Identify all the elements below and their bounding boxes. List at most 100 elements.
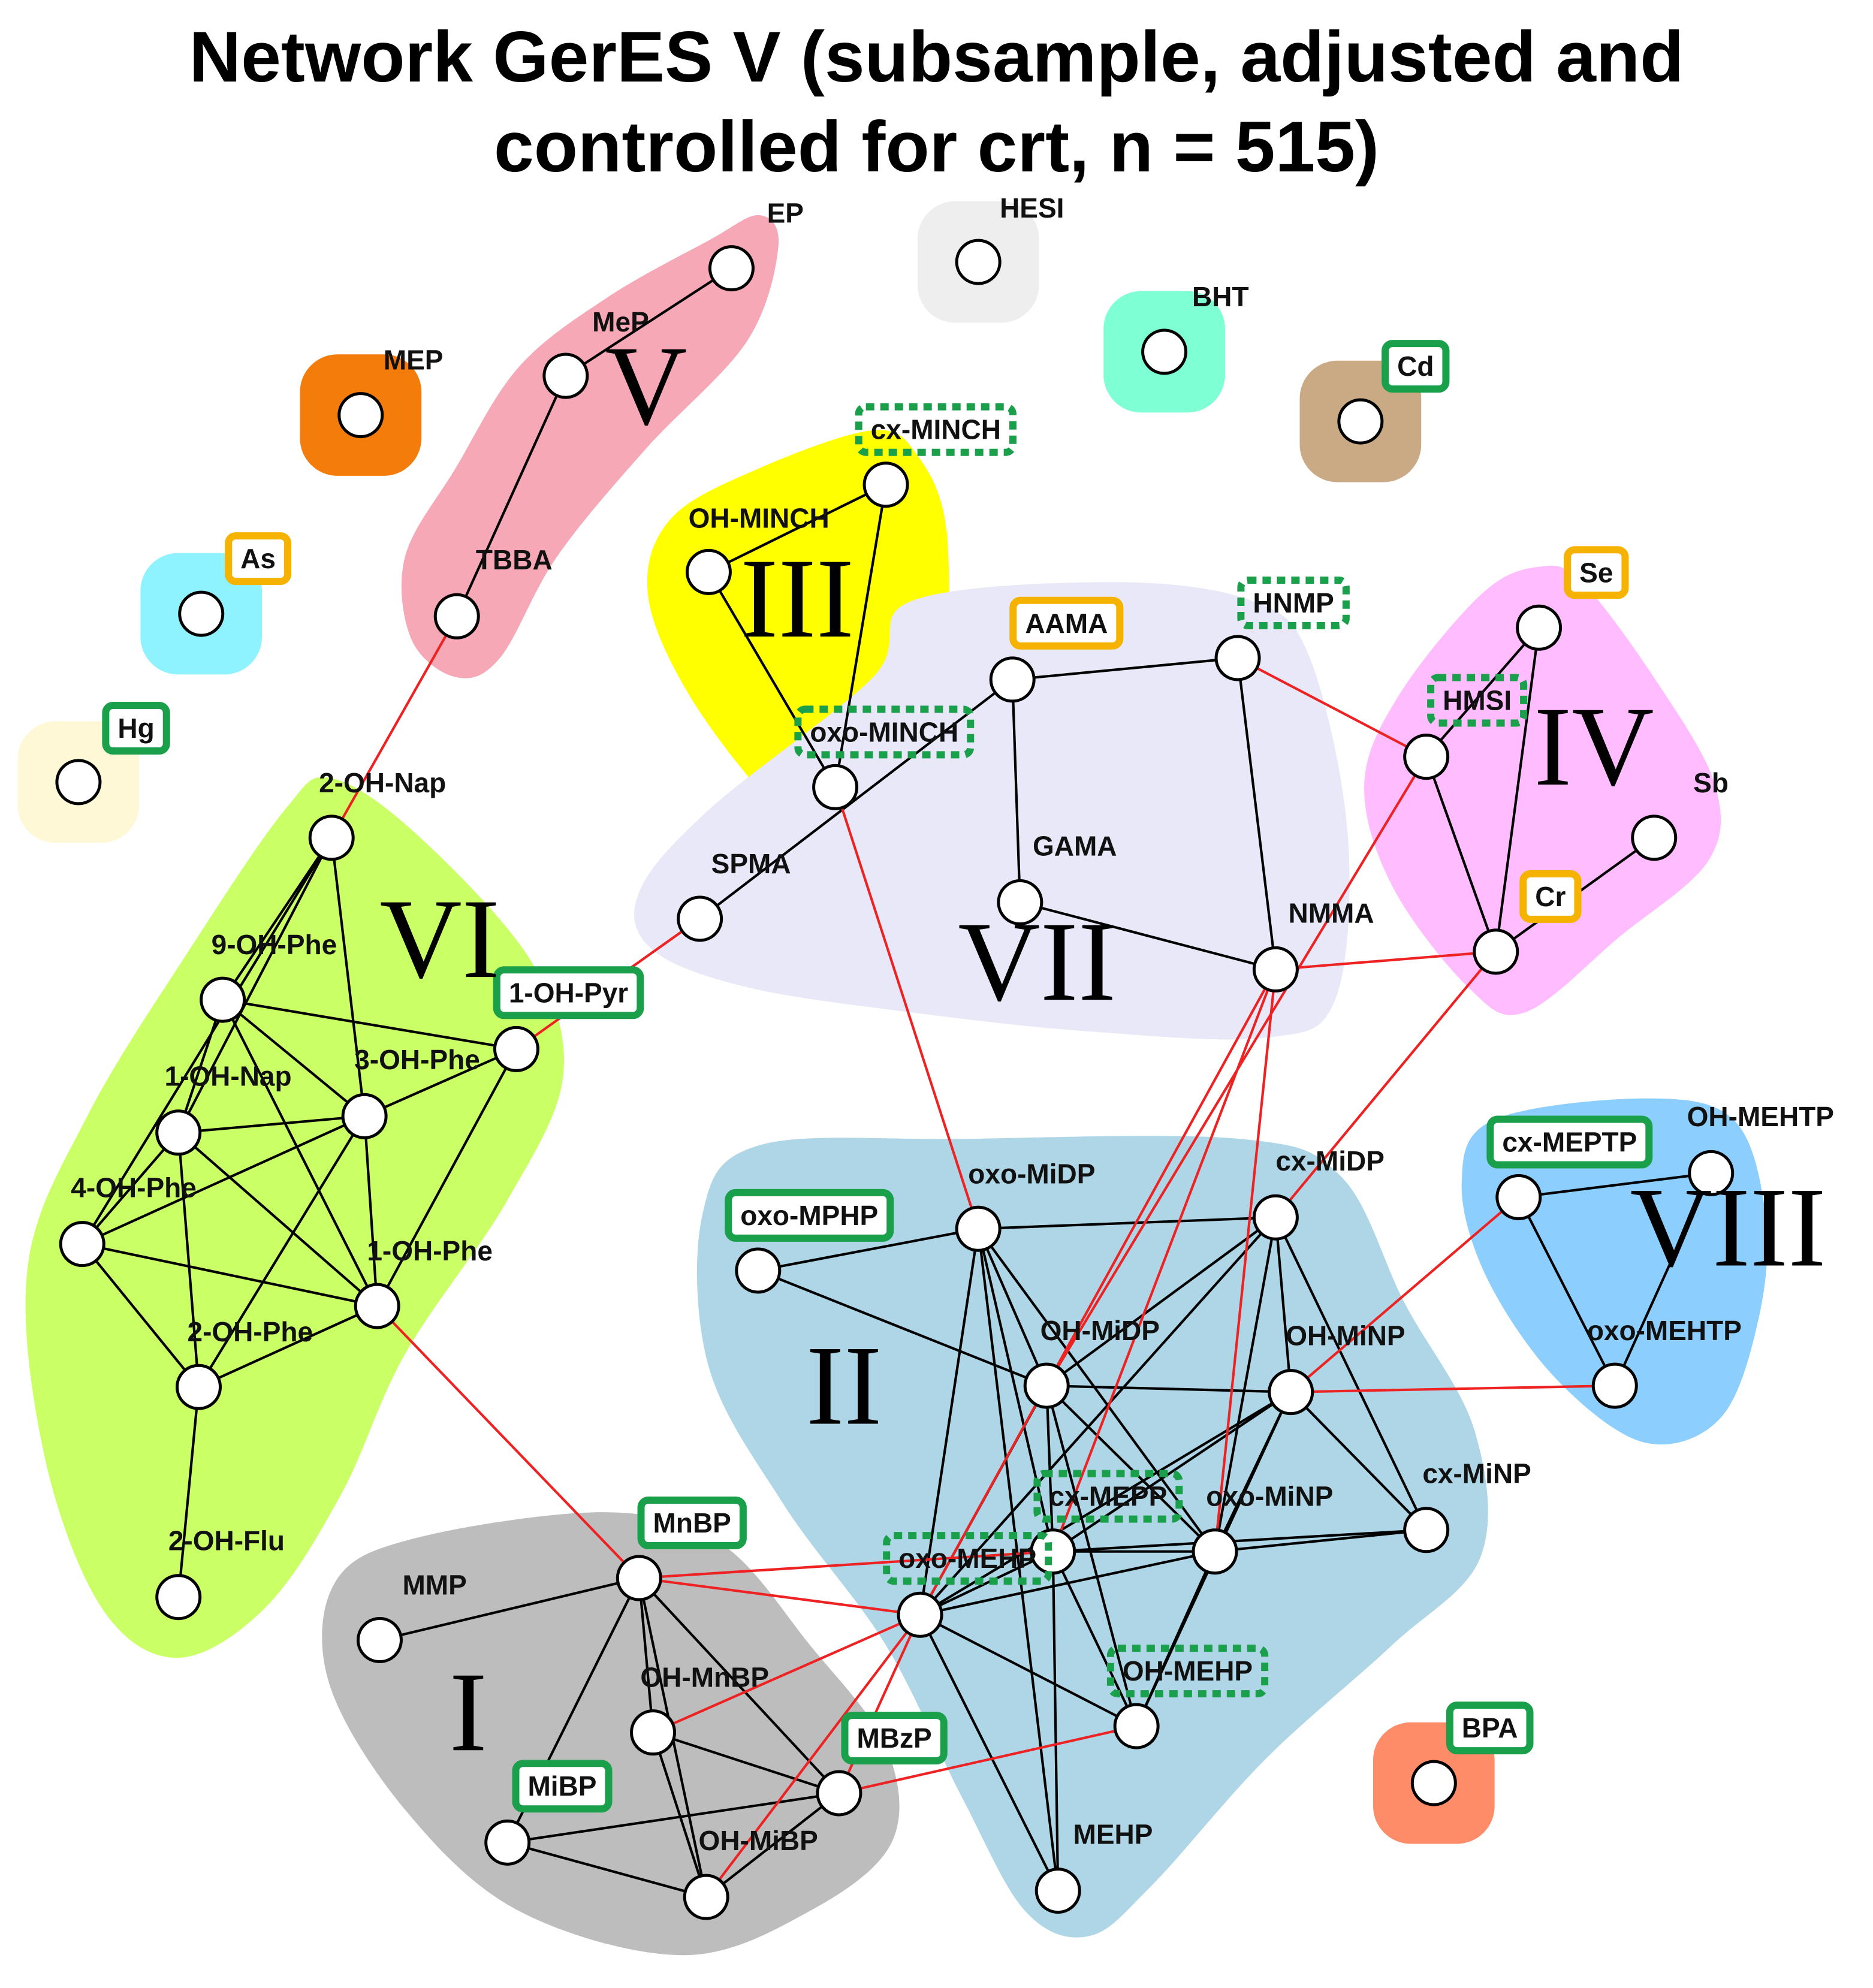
- node-label-mmp: MMP: [402, 1569, 466, 1600]
- cluster-label-vii: VII: [958, 899, 1116, 1025]
- within-cluster-edge: [198, 1305, 378, 1389]
- within-cluster-edge: [1045, 1384, 1216, 1553]
- label-box-orange: [1009, 596, 1124, 650]
- cluster-hulls: [17, 201, 1768, 1956]
- node-1-oh-pyr: [493, 1025, 539, 1072]
- cluster-hull-v: [401, 215, 779, 678]
- node-cx-mepp: [1030, 1528, 1076, 1575]
- node-label-cx-minch: cx-MINCH: [871, 414, 1001, 445]
- node-oh-mehtp: [1688, 1150, 1735, 1196]
- node-label-4-oh-phe: 4-OH-Phe: [71, 1172, 197, 1203]
- node-label-oxo-mehp: oxo-MEHP: [898, 1543, 1036, 1574]
- cluster-label-iv: IV: [1534, 684, 1654, 810]
- node-label-oh-mibp: OH-MiBP: [699, 1825, 818, 1856]
- cluster-label-ii: II: [806, 1323, 882, 1449]
- node-oh-mibp: [683, 1874, 729, 1920]
- within-cluster-edge: [507, 1841, 707, 1899]
- within-cluster-edge: [977, 1228, 1216, 1552]
- node-mep: [542, 352, 589, 399]
- node-1-oh-phe: [354, 1283, 400, 1329]
- label-box-solid: [1446, 1702, 1534, 1755]
- between-cluster-edge: [919, 969, 1277, 1616]
- node-oxo-minch: [812, 764, 859, 810]
- within-cluster-edge: [1613, 1172, 1712, 1386]
- within-cluster-edge: [177, 1387, 200, 1597]
- within-cluster-edge: [81, 1132, 180, 1245]
- node-label-mep: MEP: [384, 345, 444, 376]
- label-box-solid: [725, 1188, 894, 1242]
- cluster-hull-vi: [25, 777, 565, 1658]
- label-box-solid: [637, 1497, 747, 1550]
- node-label-bpa: BPA: [1462, 1712, 1518, 1743]
- within-cluster-edge: [222, 998, 366, 1117]
- within-cluster-edge: [1494, 628, 1540, 952]
- node-hnmp: [1214, 635, 1261, 681]
- within-cluster-edge: [1052, 1390, 1292, 1553]
- node-oxo-mphp: [735, 1247, 782, 1294]
- node-label-oh-minp: OH-MiNP: [1286, 1320, 1405, 1352]
- between-cluster-edge: [834, 786, 980, 1229]
- within-cluster-edge: [1517, 1196, 1616, 1387]
- node-label-1-oh-phe: 1-OH-Phe: [367, 1235, 493, 1266]
- within-cluster-edge: [1274, 1217, 1292, 1392]
- within-cluster-edge: [1051, 1551, 1060, 1891]
- node-mehp: [1034, 1868, 1081, 1914]
- within-cluster-edge: [177, 1132, 378, 1307]
- within-cluster-edge: [1290, 1391, 1428, 1531]
- within-cluster-edge: [221, 837, 333, 1001]
- within-cluster-edge: [82, 1242, 378, 1308]
- node-mmp: [356, 1617, 403, 1664]
- between-cluster-edge: [330, 616, 459, 838]
- within-cluster-edge: [977, 1229, 1060, 1891]
- node-1-oh-nap: [155, 1109, 202, 1156]
- node-label-as: As: [240, 543, 276, 574]
- label-box-orange: [1564, 546, 1629, 599]
- within-cluster-edge: [1045, 1216, 1277, 1387]
- node-label-3-oh-phe: 3-OH-Phe: [354, 1044, 480, 1075]
- within-cluster-edge: [1045, 1385, 1138, 1727]
- within-cluster-edge: [1012, 656, 1238, 681]
- node-label-9-oh-phe: 9-OH-Phe: [212, 929, 337, 960]
- label-box-solid: [102, 702, 170, 755]
- node-label-cx-meptp: cx-MEPTP: [1502, 1126, 1637, 1157]
- between-cluster-edge: [1213, 969, 1277, 1552]
- within-cluster-edge: [364, 1048, 517, 1118]
- cluster-hull-ii: [696, 1136, 1488, 1938]
- within-cluster-edge: [834, 484, 888, 788]
- node-oxo-midp: [955, 1205, 1002, 1252]
- between-cluster-edge: [1290, 1196, 1520, 1393]
- node-label-2-oh-phe: 2-OH-Phe: [188, 1316, 313, 1347]
- within-cluster-edge: [1046, 1384, 1291, 1393]
- within-cluster-edge: [1052, 1528, 1426, 1553]
- node-hmsi: [1403, 734, 1450, 780]
- node-se: [1516, 604, 1563, 651]
- within-cluster-edge: [638, 1577, 655, 1733]
- within-cluster-edge: [221, 999, 379, 1307]
- within-cluster-edge: [758, 1227, 979, 1272]
- node-label-oh-mnbp: OH-MnBP: [640, 1662, 769, 1693]
- node-label-hnmp: HNMP: [1253, 587, 1334, 619]
- node-mep: [337, 392, 384, 439]
- node-oh-minch: [685, 548, 732, 595]
- node-label-spma: SPMA: [711, 848, 791, 879]
- node-ep: [708, 245, 755, 292]
- within-cluster-edge: [222, 998, 517, 1051]
- within-cluster-edge: [652, 1731, 708, 1898]
- node-bht: [1141, 328, 1188, 375]
- node-cx-minch: [862, 461, 909, 508]
- node-label-cx-midp: cx-MiDP: [1275, 1145, 1384, 1176]
- node-label-1-oh-nap: 1-OH-Nap: [164, 1061, 291, 1092]
- node-oxo-minp: [1192, 1528, 1238, 1575]
- network-nodes: [55, 239, 1735, 1920]
- node-gama: [997, 879, 1043, 925]
- title-line-2: controlled for crt, n = 515): [494, 107, 1379, 187]
- label-box-dashed: [883, 1532, 1052, 1585]
- node-label-se: Se: [1579, 557, 1613, 588]
- within-cluster-edge: [1274, 1217, 1428, 1531]
- cluster-label-i: I: [450, 1649, 487, 1775]
- within-cluster-edge: [177, 999, 224, 1133]
- node-cx-meptp: [1495, 1174, 1542, 1220]
- node-label-ep: EP: [767, 198, 804, 229]
- within-cluster-edge: [1045, 1386, 1054, 1552]
- label-box-solid: [841, 1711, 948, 1764]
